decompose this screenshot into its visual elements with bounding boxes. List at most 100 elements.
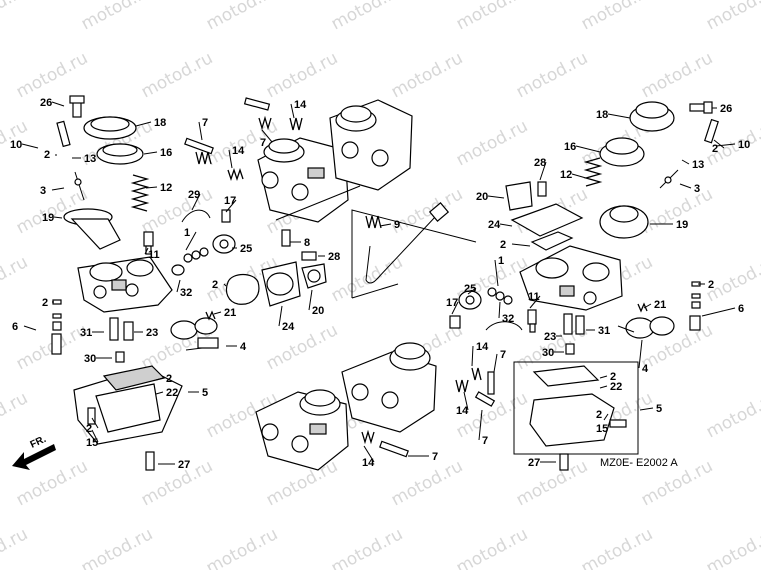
callout-26: 26	[720, 103, 732, 115]
diagram-code: MZ0E- E2002 A	[600, 457, 678, 469]
cap-16-right	[599, 137, 645, 167]
watermark-text: motod.ru	[578, 0, 656, 34]
callout-10: 10	[738, 139, 750, 151]
watermark-text: motod.ru	[453, 0, 531, 34]
leader-line-7	[478, 409, 483, 441]
needle-3-right	[659, 169, 679, 189]
watermark-text: motod.ru	[453, 116, 531, 170]
watermark-text: motod.ru	[138, 48, 216, 102]
callout-30: 30	[84, 353, 96, 365]
leader-line-2	[603, 413, 609, 421]
callout-19: 19	[42, 212, 54, 224]
watermark-text: motod.ru	[513, 456, 591, 510]
watermark-text: motod.ru	[203, 0, 281, 34]
fitting-28-center	[301, 251, 317, 261]
watermark-text: motod.ru	[13, 48, 91, 102]
callout-27: 27	[528, 457, 540, 469]
float-bowl-5-right	[513, 361, 639, 455]
leader-line-28	[539, 161, 547, 181]
callout-16: 16	[160, 147, 172, 159]
leader-line-4	[638, 339, 643, 369]
callout-32: 32	[180, 287, 192, 299]
fitting-28-right	[537, 181, 547, 197]
bracket-2-right	[689, 281, 701, 331]
leader-line-10	[715, 143, 736, 147]
leader-line-13	[681, 159, 690, 165]
drain-screw-15-right	[609, 419, 627, 428]
callout-15: 15	[86, 437, 98, 449]
callout-17: 17	[224, 195, 236, 207]
callout-15: 15	[596, 423, 608, 435]
callout-2: 2	[42, 297, 48, 309]
callout-28: 28	[328, 251, 340, 263]
callout-28: 28	[534, 157, 546, 169]
screws-7-top	[243, 97, 272, 131]
screws-7-topleft	[184, 137, 214, 165]
watermark-text: motod.ru	[388, 456, 466, 510]
callout-14: 14	[362, 457, 375, 469]
callout-5: 5	[656, 403, 662, 415]
watermark-text: motod.ru	[0, 388, 31, 442]
leader-line-14	[290, 103, 295, 119]
screws-7-bottom	[379, 371, 496, 458]
leader-line-2	[91, 417, 99, 429]
pump-24-right	[510, 203, 584, 237]
callout-25: 25	[464, 283, 476, 295]
spring-12-left	[130, 174, 150, 212]
valve-25-right	[458, 290, 482, 310]
leader-line-5	[639, 407, 654, 411]
small-bolt-30-right	[565, 343, 575, 355]
front-direction-label: FR.	[29, 434, 48, 451]
artwork-layer	[12, 95, 719, 471]
callout-1: 1	[184, 227, 190, 239]
callout-14: 14	[294, 99, 307, 111]
callout-2: 2	[712, 143, 718, 155]
carb-assembly-top	[257, 99, 413, 223]
bolt-26-right	[689, 101, 713, 114]
leader-line-22	[599, 385, 608, 389]
watermark-text: motod.ru	[578, 524, 656, 570]
gasket-2-center	[225, 273, 260, 305]
leader-line-14	[363, 445, 375, 463]
valve-25-left	[212, 234, 236, 254]
callout-2: 2	[44, 149, 50, 161]
leader-line-7	[198, 121, 203, 141]
callout-31: 31	[598, 325, 610, 337]
leader-line-32	[498, 301, 501, 319]
callout-7: 7	[202, 117, 208, 129]
watermark-text: motod.ru	[0, 0, 31, 34]
fitting-1-left	[183, 247, 209, 263]
callout-26: 26	[40, 97, 52, 109]
leader-line-24	[278, 305, 283, 327]
watermark-text: motod.ru	[203, 524, 281, 570]
choke-4-left	[170, 317, 219, 351]
callout-2: 2	[166, 373, 172, 385]
cover-20-left	[301, 263, 327, 289]
watermark-text: motod.ru	[703, 0, 761, 34]
watermark-text: motod.ru	[0, 252, 31, 306]
fuel-line-hose	[365, 202, 450, 284]
callout-10: 10	[10, 139, 22, 151]
leader-line-2	[223, 283, 227, 287]
callout-7: 7	[500, 349, 506, 361]
callout-23: 23	[544, 331, 556, 343]
callout-6: 6	[12, 321, 18, 333]
watermark-text: motod.ru	[263, 48, 341, 102]
leader-line-2	[511, 243, 531, 247]
leader-line-9	[379, 223, 392, 227]
leader-line-26	[51, 101, 65, 107]
callout-4: 4	[642, 363, 649, 375]
watermark-text: motod.ru	[388, 48, 466, 102]
leader-line-6	[23, 325, 37, 331]
leader-line-16	[575, 145, 601, 153]
gasket-2-right	[530, 231, 574, 251]
float-bowl-5-left	[73, 365, 183, 445]
callout-29: 29	[188, 189, 200, 201]
callout-20: 20	[312, 305, 324, 317]
callout-21: 21	[224, 307, 236, 319]
callout-31: 31	[80, 327, 92, 339]
callout-12: 12	[160, 182, 172, 194]
leader-line-12	[571, 173, 587, 179]
leader-line-11	[144, 247, 149, 255]
